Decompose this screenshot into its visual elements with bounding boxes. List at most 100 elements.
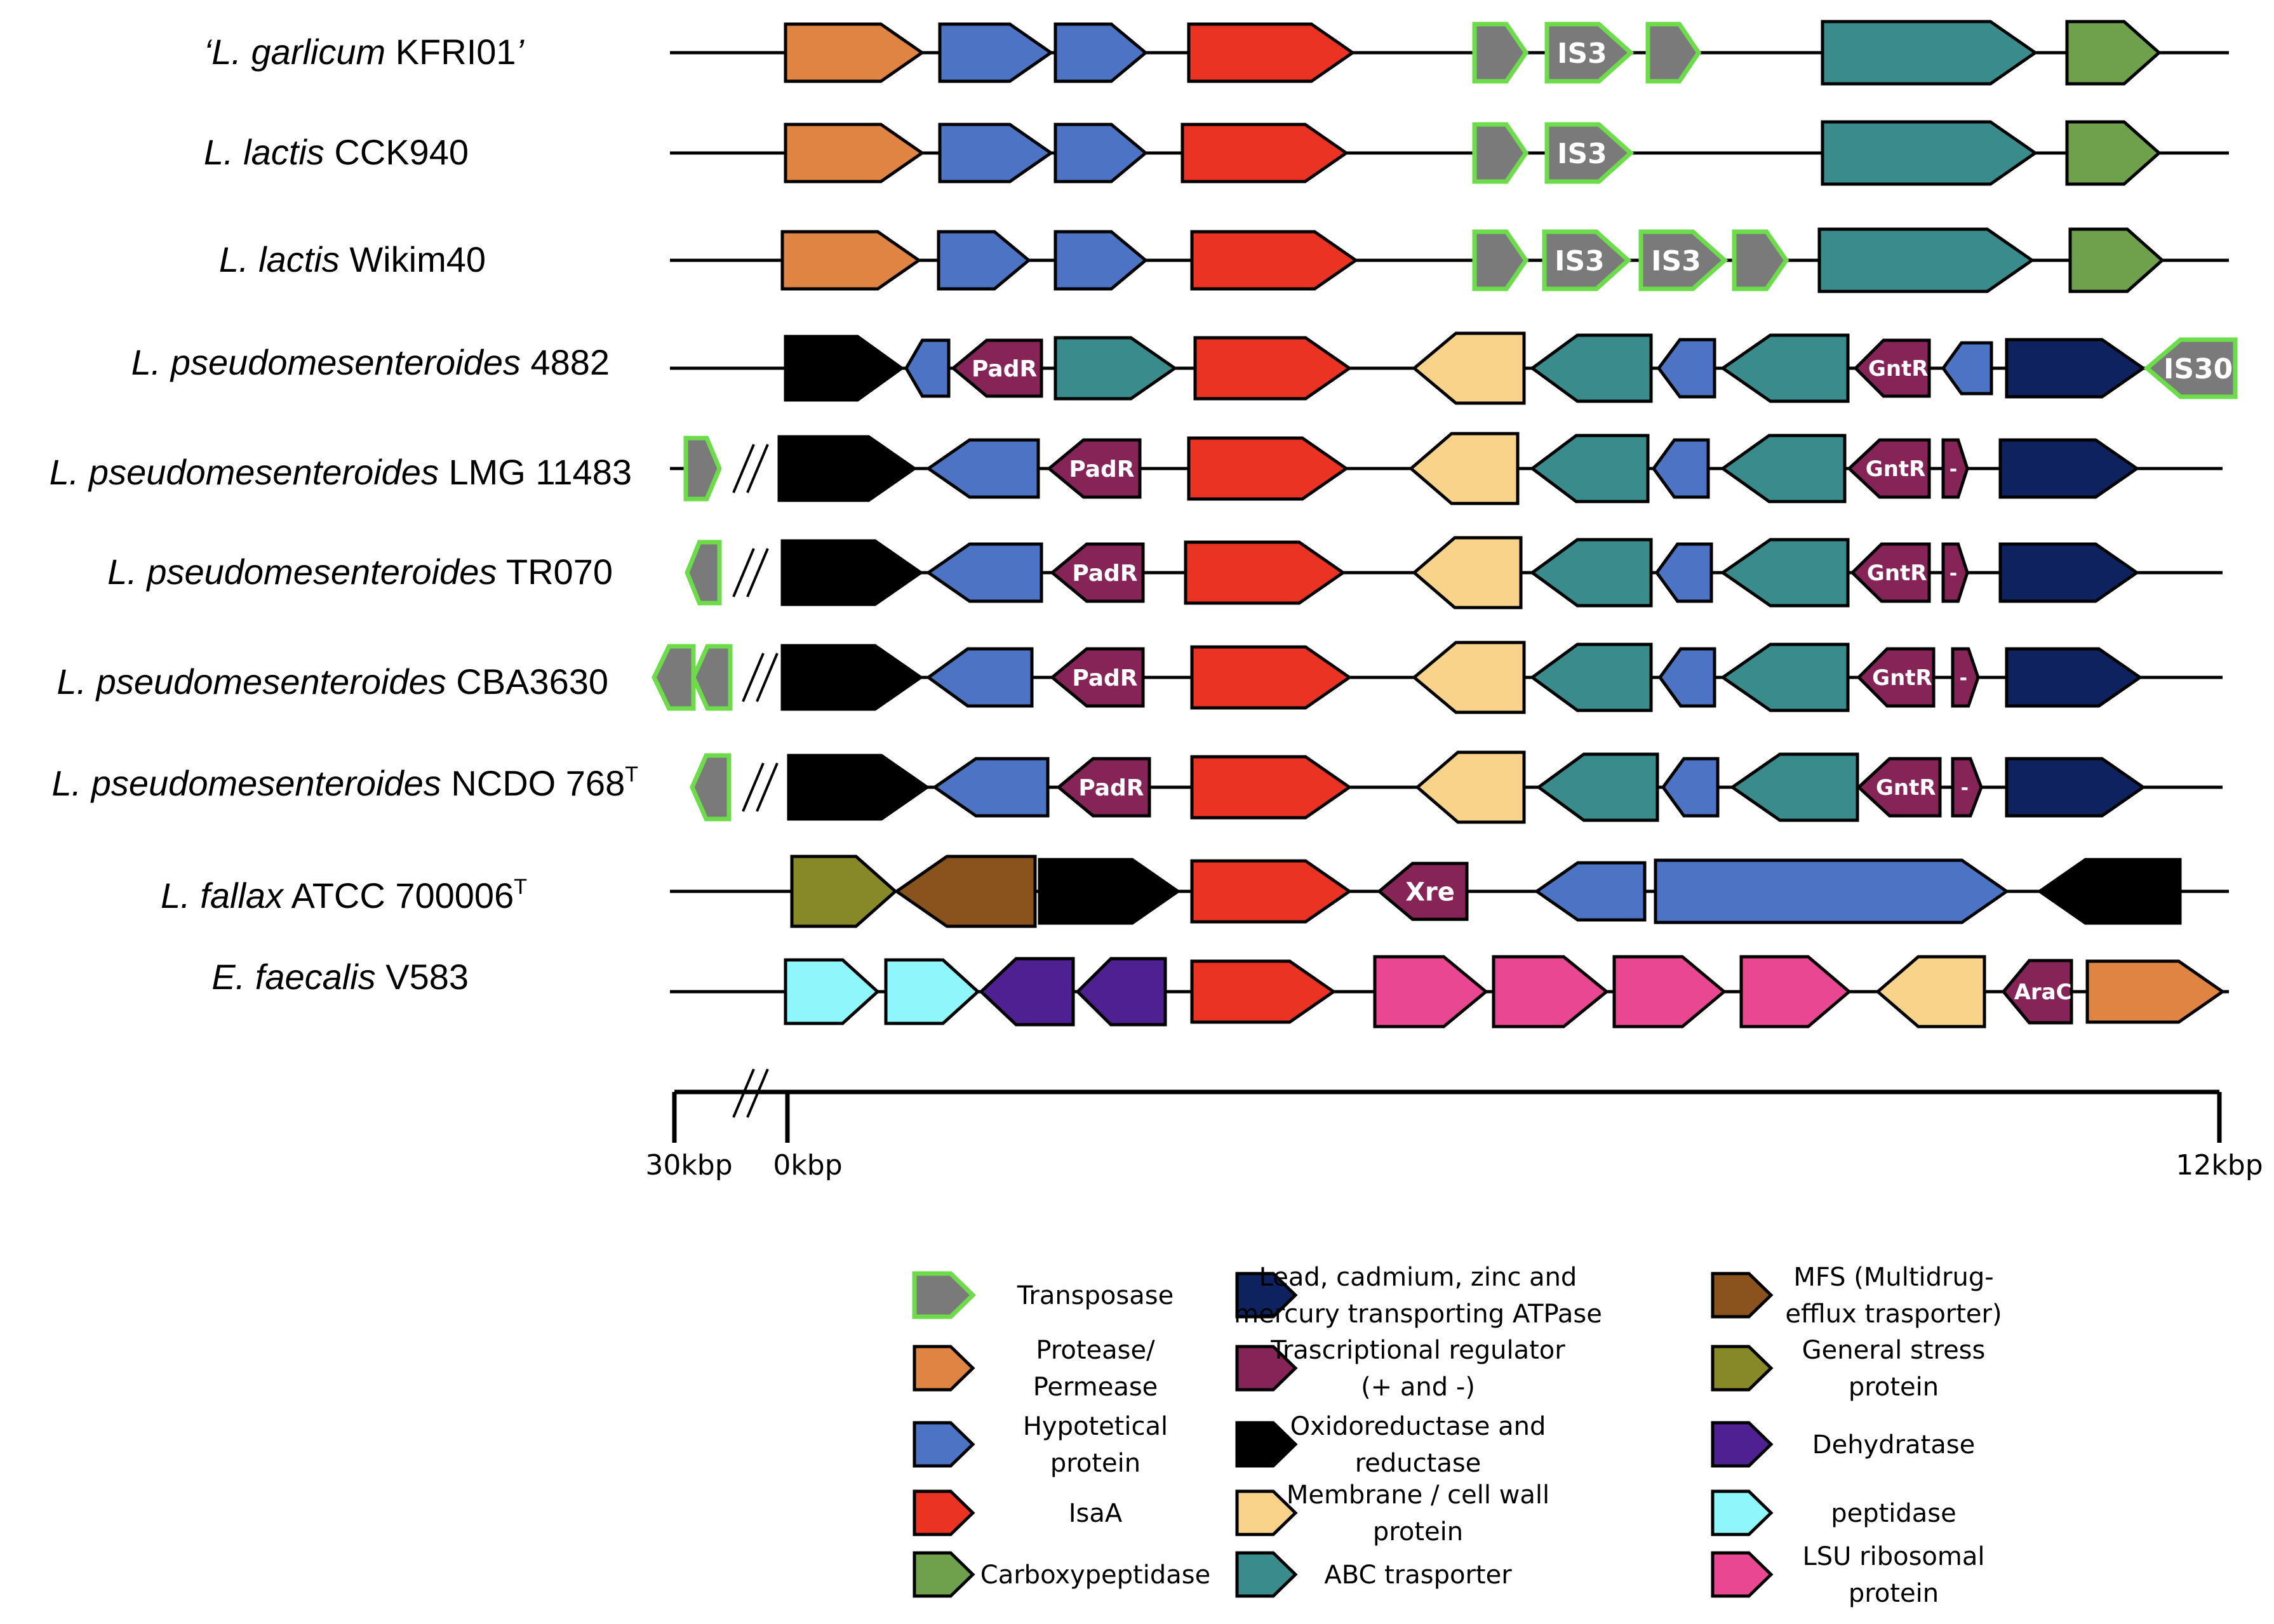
gene-arrow-membrane (1412, 331, 1526, 405)
gene-label-gntr: GntR (1867, 561, 1927, 586)
gene-fallax-8 (2037, 858, 2182, 925)
gene-pseudo-4882-12 (2005, 338, 2146, 399)
legend-label: Carboxypeptidase (980, 1561, 1210, 1590)
gene-arrow-isaa (1187, 436, 1349, 501)
legend-label: Hypotetical (1023, 1412, 1168, 1441)
gene-arrow-peptidase (884, 958, 980, 1025)
gene-pseudo-cba3630-13 (2005, 647, 2143, 708)
gene-arrow-hypothetical (1053, 22, 1148, 83)
strain-name: V583 (376, 957, 469, 997)
gene-pseudo-cba3630-2 (691, 644, 733, 711)
gene-pseudo-cba3630-3 (780, 644, 924, 711)
gene-arrow-membrane (1412, 641, 1526, 714)
gene-pseudo-lmg11483-6 (1408, 432, 1520, 505)
legend-swatch-lsu (1711, 1551, 1774, 1598)
gene-arrow-abc (1535, 752, 1659, 822)
gene-arrow-hypothetical (1657, 647, 1716, 708)
gene-arrow-transposase (1638, 229, 1729, 291)
gene-lactis-wikim40-5 (1472, 229, 1529, 291)
gene-pseudo-cba3630-5: PadR (1050, 647, 1145, 708)
gene-arrow-lsu (1373, 955, 1488, 1028)
legend-label: Dehydratase (1812, 1430, 1975, 1460)
gene-lactis-wikim40-4 (1190, 230, 1359, 291)
gene-pseudo-cba3630-12: - (1951, 647, 1980, 708)
gene-pseudo-4882-3: PadR (951, 338, 1043, 398)
gene-faecalis-7 (1492, 955, 1609, 1028)
legend-item-isaa: IsaA (913, 1489, 1123, 1536)
gene-garlicum-2 (938, 22, 1054, 83)
gene-garlicum-5 (1472, 22, 1529, 84)
gene-pseudo-tr070-12 (1998, 542, 2140, 603)
gene-arrow-membrane (1415, 750, 1526, 824)
legend-label: protein (1849, 1579, 1939, 1608)
gene-arrow-hypothetical (1053, 230, 1148, 291)
genome-label-pseudo-4882: L. pseudomesenteroides 4882 (131, 342, 610, 382)
legend-label: protein (1849, 1373, 1939, 1402)
gene-garlicum-9 (2065, 20, 2162, 86)
gene-pseudo-lmg11483-2 (777, 435, 918, 502)
gene-arrow-abc (1720, 642, 1850, 712)
gene-label-padr: PadR (972, 356, 1037, 382)
gene-pseudo-ncdo768-9 (1729, 752, 1859, 822)
legend-label: Transposase (1017, 1281, 1174, 1310)
gene-arrow-regulator (1951, 647, 1980, 708)
gene-label-is3: IS3 (1651, 245, 1701, 277)
gene-arrow-regulator (1377, 862, 1469, 921)
gene-arrow-transposase (1472, 122, 1529, 184)
gene-arrow-hypothetical (925, 542, 1043, 603)
gene-lactis-cck940-2 (938, 123, 1054, 183)
gene-pseudo-tr070-5 (1184, 540, 1346, 605)
gene-fallax-5: Xre (1377, 862, 1469, 921)
gene-pseudo-4882-2 (904, 338, 951, 398)
gene-arrow-hypothetical (925, 438, 1040, 499)
gene-pseudo-cba3630-7 (1412, 641, 1526, 714)
gene-arrow-atpase (2005, 647, 2143, 708)
gene-lactis-wikim40-7: IS3 (1638, 229, 1729, 291)
legend-swatch-dehydratase (1711, 1421, 1774, 1468)
gene-arrow-hypothetical (938, 123, 1054, 183)
gene-arrow-abc (1053, 336, 1178, 401)
gene-arrow-hypothetical (932, 757, 1050, 818)
gene-pseudo-4882-1 (784, 335, 905, 402)
species-name: L. pseudomesenteroides (107, 552, 497, 592)
gene-arrow-regulator (1941, 542, 1969, 603)
gene-faecalis-3 (979, 957, 1075, 1027)
legend-label: efflux trasporter) (1785, 1300, 2002, 1329)
gene-arrow-atpase (1998, 438, 2140, 499)
legend-label: LSU ribosomal (1803, 1542, 1985, 1571)
gene-pseudo-ncdo768-6 (1415, 750, 1526, 824)
gene-fallax-1 (790, 855, 898, 928)
gene-pseudo-cba3630-8 (1529, 642, 1653, 712)
gene-arrow-regulator (2001, 959, 2073, 1025)
legend-label: Protease/ (1036, 1336, 1155, 1365)
gene-arrow-atpase (2005, 338, 2146, 399)
gene-pseudo-4882-11 (1941, 341, 1993, 396)
gene-arrow-carboxypeptidase (2065, 120, 2162, 186)
gene-arrow-transposase (1544, 122, 1635, 184)
species-name: L. pseudomesenteroides (50, 452, 439, 492)
gene-pseudo-lmg11483-5 (1187, 436, 1349, 501)
gene-lactis-cck940-8 (2065, 120, 2162, 186)
legend-swatch-peptidase (1711, 1489, 1774, 1536)
gene-lactis-cck940-6: IS3 (1544, 122, 1635, 184)
legend-swatch-isaa (913, 1489, 975, 1536)
gene-garlicum-4 (1187, 22, 1356, 83)
gene-arrow-membrane (1412, 536, 1523, 609)
gene-pseudo-4882-6 (1412, 331, 1526, 405)
gene-pseudo-4882-7 (1529, 333, 1653, 403)
gene-pseudo-tr070-9 (1720, 538, 1850, 608)
legend-label: General stress (1802, 1336, 1986, 1365)
gene-arrow-hypothetical (1651, 438, 1710, 499)
gene-faecalis-9 (1739, 955, 1852, 1028)
gene-label-padr: PadR (1078, 775, 1144, 801)
gene-fallax-7 (1654, 858, 2010, 924)
gene-pseudo-tr070-8 (1654, 542, 1713, 603)
gene-faecalis-8 (1612, 955, 1727, 1028)
gene-label-padr: PadR (1072, 561, 1137, 587)
gene-pseudo-ncdo768-4: PadR (1056, 757, 1151, 818)
